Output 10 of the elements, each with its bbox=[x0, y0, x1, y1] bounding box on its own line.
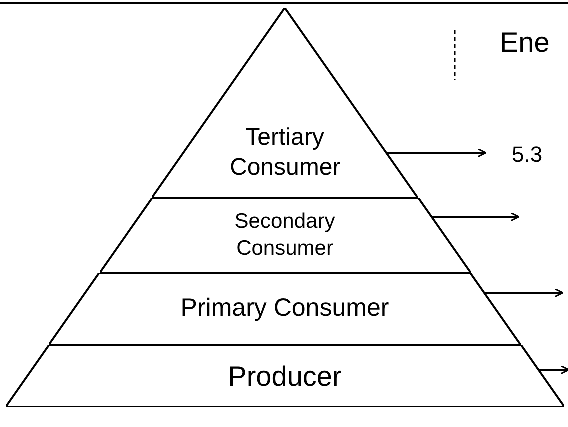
level-label: Secondary Consumer bbox=[234, 209, 336, 262]
level-label: Tertiary Consumer bbox=[230, 123, 340, 183]
level-label: Primary Consumer bbox=[180, 293, 390, 324]
arrow bbox=[386, 148, 487, 158]
level-label: Producer bbox=[227, 360, 343, 394]
arrow bbox=[431, 212, 520, 222]
arrow bbox=[538, 365, 568, 375]
handwritten-note: 5.3 bbox=[512, 141, 543, 169]
handwritten-note: Ene bbox=[500, 26, 550, 60]
arrow bbox=[484, 288, 564, 298]
